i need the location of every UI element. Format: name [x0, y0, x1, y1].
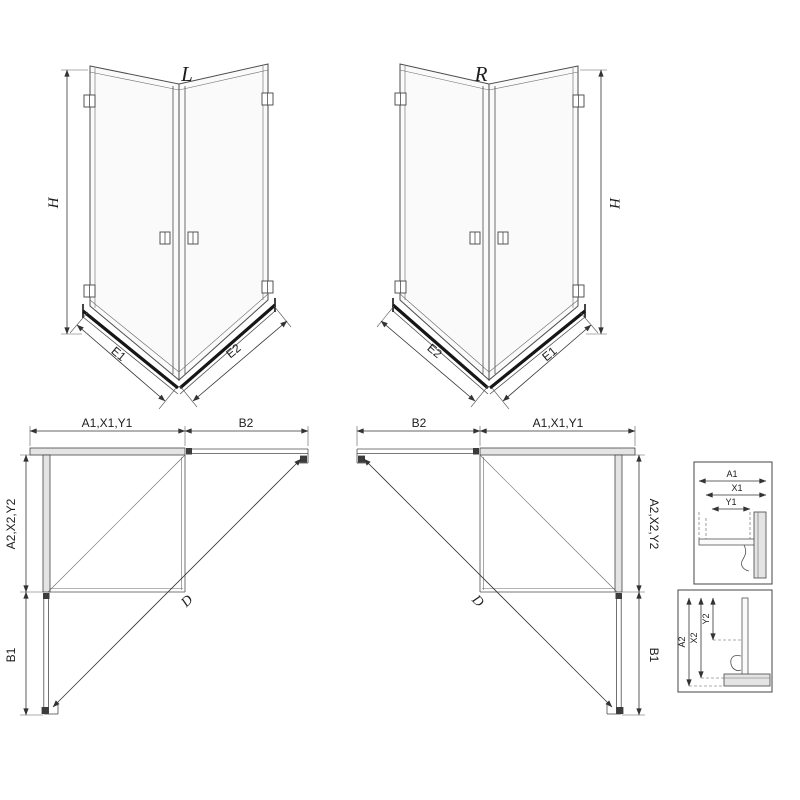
dim-label-b2-plan-left: B2 — [239, 416, 254, 430]
dim-label-height-left: H — [46, 196, 62, 209]
dim-label-b1-plan-right: B1 — [647, 648, 661, 663]
glass-section — [698, 538, 757, 546]
dim-label-depth-plan-right: A2,X2,Y2 — [647, 499, 661, 550]
dim-label-depth-plan-left: A2,X2,Y2 — [4, 498, 18, 549]
dim-label-a1-detail: A1 — [726, 469, 737, 479]
version-label-right: R — [474, 62, 488, 86]
dim-label-b1-plan-left: B1 — [4, 647, 18, 662]
wall-profile-section — [723, 673, 771, 687]
version-label-left: L — [180, 62, 193, 86]
dim-label-y2-detail: Y2 — [701, 613, 711, 624]
dim-label-a2-detail: A2 — [677, 636, 687, 647]
dim-label-x1-detail: X1 — [731, 483, 742, 493]
dim-label-x2-detail: X2 — [689, 632, 699, 643]
seal-profile-curve — [741, 544, 750, 572]
dim-label-height-right: H — [606, 197, 622, 210]
dim-label-width-plan-right: A1,X1,Y1 — [533, 416, 584, 430]
dim-label-y1-detail: Y1 — [725, 497, 736, 507]
dim-label-width-plan-left: A1,X1,Y1 — [82, 416, 133, 430]
detail-profile-horizontal: A1 X1 Y1 — [693, 461, 773, 585]
seal-profile-curve — [730, 655, 742, 672]
detail-profile-vertical: A2 X2 Y2 — [677, 589, 773, 693]
dim-label-b2-plan-right: B2 — [412, 416, 427, 430]
glass-section — [741, 597, 749, 677]
wall-profile-section — [753, 511, 767, 579]
